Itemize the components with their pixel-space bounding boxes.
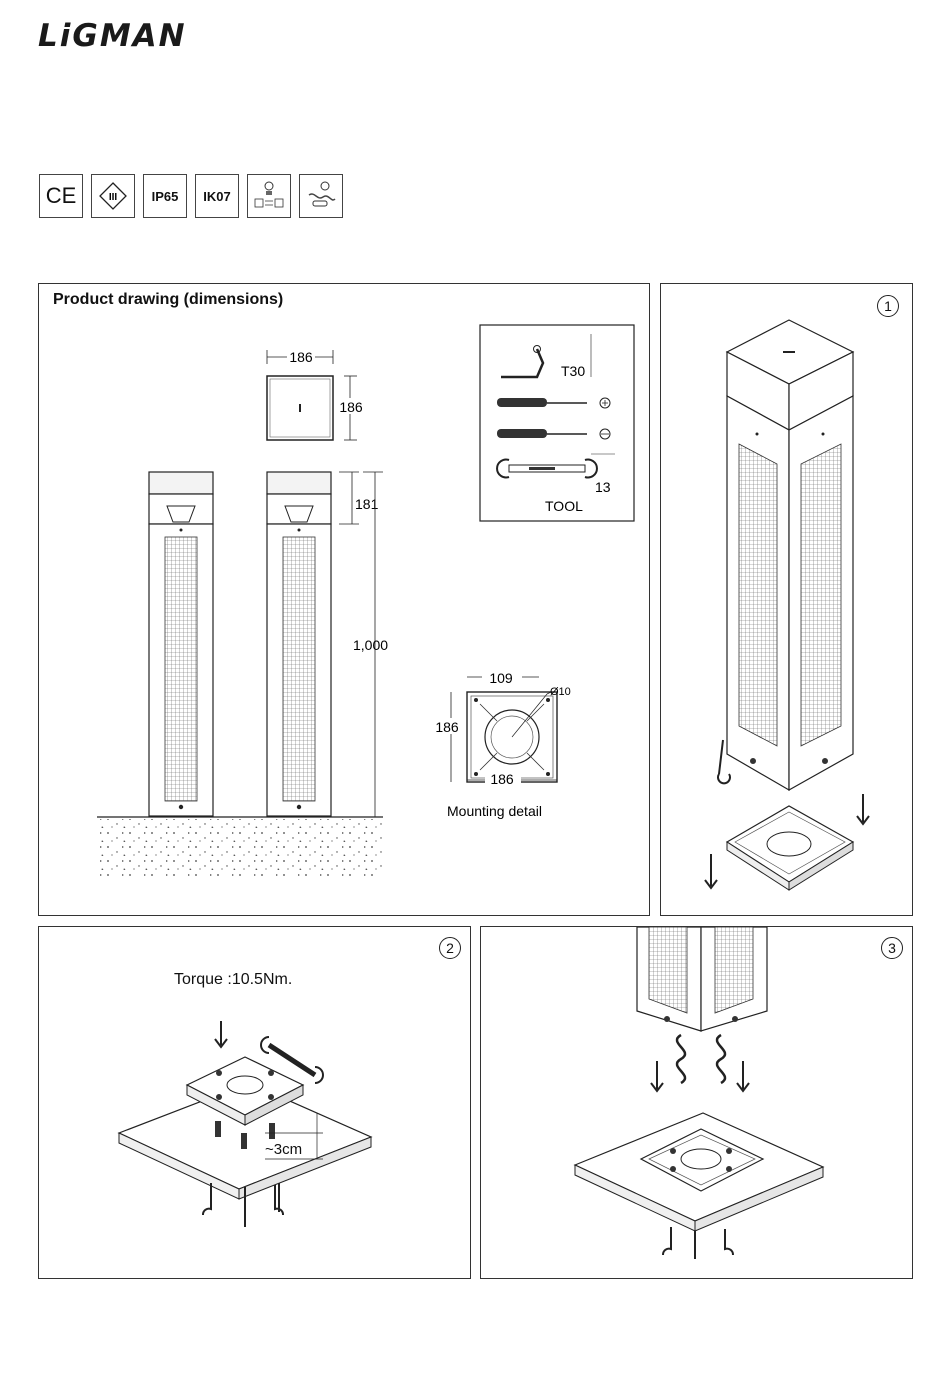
dim-mount-hole: Ø10 bbox=[550, 686, 571, 698]
mounting-detail-label: Mounting detail bbox=[447, 803, 542, 819]
dim-top-width: 186 bbox=[289, 349, 313, 365]
tool-t30-label: T30 bbox=[561, 363, 585, 379]
ip65-icon: IP65 bbox=[143, 174, 187, 218]
voltage-options-icon bbox=[247, 174, 291, 218]
tool-label: TOOL bbox=[545, 498, 583, 514]
dim-mount-width: 186 bbox=[490, 771, 514, 787]
class-iii-icon: III bbox=[91, 174, 135, 218]
step-3-panel: 3 bbox=[480, 926, 913, 1279]
dim-total-height: 1,000 bbox=[353, 637, 388, 653]
cable-connection-icon bbox=[299, 174, 343, 218]
step-2-panel: 2 Torque :10.5Nm. ~3cm bbox=[38, 926, 471, 1279]
step-1-illustration bbox=[661, 284, 912, 915]
brand-logo: LiGMAN bbox=[38, 18, 187, 54]
ik07-icon: IK07 bbox=[195, 174, 239, 218]
dim-mount-side: 186 bbox=[435, 719, 459, 735]
dimension-drawing: 186 186 bbox=[39, 284, 649, 915]
tool-box bbox=[480, 325, 634, 521]
dim-top-depth: 186 bbox=[339, 399, 363, 415]
bollard-front-view-1 bbox=[149, 472, 213, 816]
step-2-illustration bbox=[39, 927, 470, 1278]
bollard-front-view-2 bbox=[267, 472, 331, 816]
dim-mount-bolt: 109 bbox=[489, 670, 513, 686]
step-3-illustration bbox=[481, 927, 912, 1278]
tool-13-label: 13 bbox=[595, 479, 611, 495]
depth-label: ~3cm bbox=[265, 1141, 302, 1158]
step-1-panel: 1 bbox=[660, 283, 913, 916]
product-drawing-panel: Product drawing (dimensions) 186 bbox=[38, 283, 650, 916]
mounting-detail-drawing bbox=[467, 692, 557, 782]
svg-text:III: III bbox=[109, 192, 118, 203]
ce-mark-icon: CE bbox=[39, 174, 83, 218]
